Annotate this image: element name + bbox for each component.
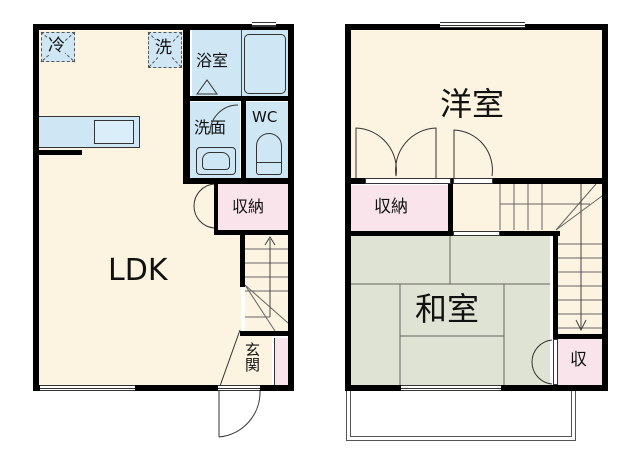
western-room-door[interactable] [452, 128, 502, 178]
small-storage-label: 収 [570, 350, 587, 370]
storage-1f-label: 収納 [232, 197, 265, 216]
closet-2f-doors[interactable] [354, 127, 444, 178]
washroom-door[interactable] [208, 104, 239, 135]
toilet-bowl [256, 133, 282, 175]
toilet-label: WC [252, 108, 278, 126]
balcony [346, 391, 576, 441]
small-storage-door-strip [553, 339, 558, 385]
japanese-room-label: 和室 [415, 290, 480, 328]
entrance-label: 玄関 [243, 342, 261, 372]
window-bath-top [252, 22, 276, 27]
wash-basin [196, 147, 236, 175]
window-ldk-bottom [40, 385, 135, 391]
stairs-2f [499, 183, 603, 234]
stairs-1f [244, 235, 289, 332]
window-western-top [440, 22, 525, 28]
floor-2-plan: 洋室 収納 和室 [320, 0, 640, 468]
japanese-door-strip [453, 231, 500, 236]
window-japanese-bottom [401, 385, 501, 391]
storage-1f-doors[interactable] [190, 183, 220, 234]
washer-label: 洗 [155, 38, 172, 58]
small-storage-2f [558, 339, 602, 385]
entrance-door[interactable] [218, 390, 268, 441]
storage-2f-label: 収納 [374, 197, 408, 217]
bath-label: 浴室 [196, 51, 229, 70]
ldk-label: LDK [108, 253, 168, 288]
bathtub [244, 34, 286, 94]
entrance [240, 336, 272, 386]
ldk-room [38, 30, 183, 388]
room-door-strip-2f [453, 178, 493, 184]
bath-step-icon [196, 79, 218, 95]
storage-1f [218, 184, 288, 230]
western-room [350, 30, 602, 180]
entrance-step [219, 329, 241, 387]
shoe-cabinet [274, 338, 288, 386]
entrance-door-frame [218, 385, 260, 391]
western-room-label: 洋室 [440, 85, 505, 123]
small-storage-doors[interactable] [528, 339, 558, 390]
closet-door-strip-2f [365, 178, 451, 184]
floor-1-plan: 冷 洗 浴室 洗面 WC 収納 玄関 [33, 22, 294, 441]
stairs-2f-run [558, 184, 602, 334]
japanese-room [350, 236, 550, 386]
storage-2f [350, 185, 450, 231]
kitchen-sink [94, 120, 134, 144]
fridge-label: 冷 [48, 36, 65, 56]
